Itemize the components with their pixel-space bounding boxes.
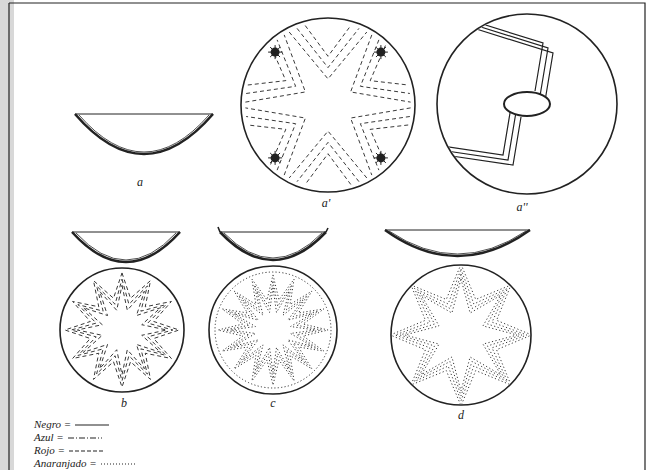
figure-letter: a' bbox=[322, 197, 331, 209]
bowl-profile bbox=[385, 230, 530, 256]
legend-text: Azul = bbox=[34, 431, 64, 443]
bowl-profile bbox=[72, 232, 180, 262]
legend-row: Azul = bbox=[34, 430, 136, 443]
legend-text: Anaranjado = bbox=[34, 457, 97, 469]
frame-line bbox=[9, 3, 645, 470]
legend-text: Rojo = bbox=[34, 444, 65, 456]
scan-shadow bbox=[0, 0, 14, 470]
figure-letter: b bbox=[121, 397, 127, 409]
figure-letter: d bbox=[458, 409, 464, 421]
bowl-plan bbox=[415, 7, 617, 194]
legend-line-sample bbox=[68, 446, 104, 454]
legend-row: Anaranjado = bbox=[34, 456, 136, 469]
bowl-plan bbox=[390, 264, 531, 405]
legend-text: Negro = bbox=[34, 418, 71, 430]
legend-line-sample bbox=[67, 433, 103, 441]
legend-row: Rojo = bbox=[34, 443, 136, 456]
bowl-profile bbox=[218, 227, 328, 260]
bowl-plan bbox=[60, 268, 184, 392]
figure-letter: a bbox=[137, 176, 143, 188]
bowl-profile bbox=[75, 114, 213, 154]
figure-letter: c bbox=[270, 397, 275, 409]
figure-letter: a'' bbox=[516, 201, 527, 213]
bowl-plan bbox=[241, 18, 415, 192]
legend-line-sample bbox=[100, 459, 136, 467]
legend: Negro =Azul =Rojo =Anaranjado = bbox=[34, 417, 136, 469]
legend-row: Negro = bbox=[34, 417, 136, 430]
bowl-plan bbox=[209, 266, 337, 394]
legend-line-sample bbox=[74, 420, 110, 428]
